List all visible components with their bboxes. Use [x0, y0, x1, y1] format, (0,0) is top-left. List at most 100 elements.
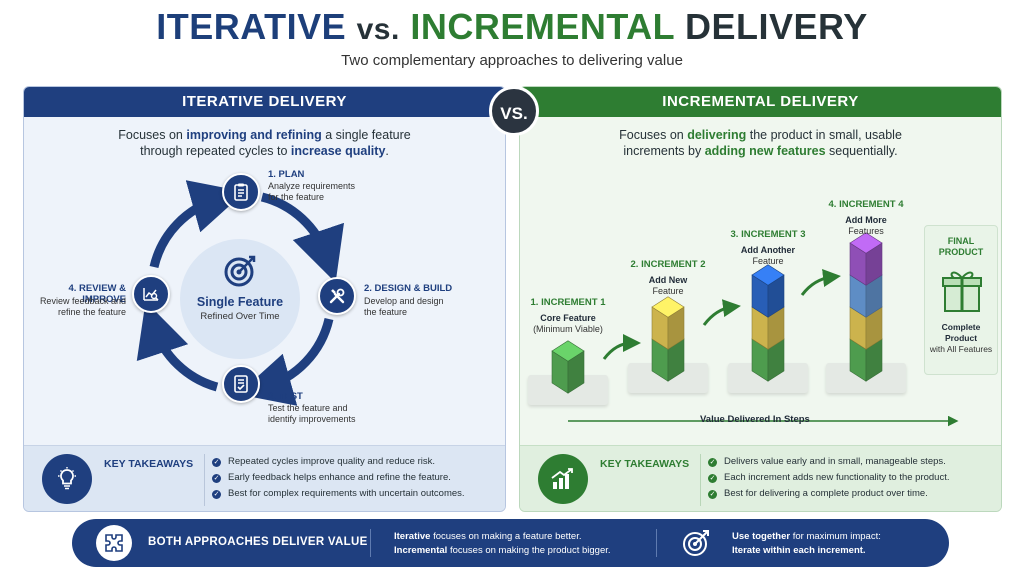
list-item: ✓ Early feedback helps enhance and refine… [212, 470, 465, 486]
summary-line: focuses on making the product bigger. [447, 545, 611, 556]
increment-line1: Add New [648, 275, 688, 285]
step-desc-line: the feature [364, 307, 408, 317]
desc-text: the product in small, usable [746, 128, 902, 142]
desc-bold: delivering [687, 128, 747, 142]
summary-bold: Iterate within each increment. [732, 545, 866, 556]
increment-title: 2. INCREMENT 2 [630, 259, 706, 270]
increment-title: 3. INCREMENT 3 [730, 229, 806, 240]
takeaway-text: Best for complex requirements with uncer… [228, 488, 465, 499]
list-item: ✓Each increment adds new functionality t… [708, 470, 950, 486]
step-test-title: 3. TEST [268, 391, 303, 402]
step-arrow-3 [800, 269, 841, 296]
summary-bold: Iterative [394, 531, 431, 542]
increment-title: 1. INCREMENT 1 [530, 297, 606, 308]
takeaway-text: Delivers value early and in small, manag… [724, 456, 946, 467]
desc-bold: increase quality [290, 144, 386, 158]
desc-text: . [385, 144, 389, 158]
check-icon: ✓ [212, 473, 221, 483]
step-arrow-1 [602, 334, 641, 360]
takeaways-divider [700, 454, 701, 506]
lightbulb-icon [42, 454, 92, 504]
iterative-takeaways: KEY TAKEAWAYS ✓Repeated cycles improve q… [24, 445, 505, 511]
center-feature-disk: Single Feature Refined Over Time [180, 239, 300, 359]
final-title-line: FINAL [947, 236, 975, 246]
increment-line2: Feature [752, 256, 784, 266]
desc-text: sequentially. [825, 144, 898, 158]
title-incremental: INCREMENTAL [410, 6, 675, 47]
value-delivered-label: Value Delivered In Steps [700, 414, 810, 425]
list-item: ✓Repeated cycles improve quality and red… [212, 454, 465, 470]
takeaway-text: Best for delivering a complete product o… [724, 488, 928, 499]
increment-1-cube-1 [551, 340, 585, 394]
list-item: ✓ Delivers value early and in small, mana… [708, 454, 950, 470]
check-icon: ✓ [708, 489, 717, 499]
increment-3-label: 3. INCREMENT 3 Add Another Feature [724, 229, 812, 267]
list-item: ✓ Best for complex requirements with unce… [212, 486, 465, 502]
desc-text: a single feature [321, 128, 411, 142]
summary-divider [656, 529, 657, 557]
chart-review-icon [132, 275, 170, 313]
desc-bold: adding new features [704, 144, 826, 158]
increment-line1: Add More [845, 215, 887, 225]
increment-2-cube-2 [651, 296, 685, 350]
arrow-test-to-review [136, 301, 219, 392]
summary-text-2: Use together for maximum impact: Iterate… [732, 530, 881, 558]
check-icon: ✓ [708, 473, 717, 483]
increment-1-label: 1. INCREMENT 1 Core Feature (Minimum Via… [528, 297, 608, 335]
increment-4-cube-4 [849, 232, 883, 286]
clipboard-icon [222, 173, 260, 211]
increment-3-cube-3 [751, 264, 785, 318]
check-icon: ✓ [708, 457, 717, 467]
increment-line2: Features [848, 226, 884, 236]
step-desc-line: Review feedback and [39, 296, 126, 306]
page-subtitle: Two complementary approaches to deliveri… [341, 52, 683, 69]
iterative-panel: ITERATIVE DELIVERY Focuses on improving … [23, 86, 506, 512]
desc-text: increments by [623, 144, 705, 158]
increment-4-label: 4. INCREMENT 4 Add More Features [822, 199, 910, 237]
takeaway-text: Early feedback helps enhance and refine … [228, 472, 451, 483]
increment-cubes [551, 232, 959, 427]
desc-text: through repeated cycles to [140, 144, 291, 158]
step-desc-line: for the feature [268, 192, 325, 202]
step-desc-line: refine the feature [57, 307, 126, 317]
incremental-description: Focuses on delivering the product in sma… [520, 127, 1001, 159]
incremental-header: INCREMENTAL DELIVERY [520, 87, 1001, 117]
summary-divider [370, 529, 371, 557]
takeaways-title: KEY TAKEAWAYS [600, 458, 690, 470]
test-document-icon [222, 365, 260, 403]
increment-title: 4. INCREMENT 4 [828, 199, 904, 210]
final-title-line: PRODUCT [938, 247, 984, 257]
summary-line: for maximum impact: [790, 531, 881, 542]
step-desc-line: Develop and design [364, 296, 444, 306]
check-icon: ✓ [212, 457, 221, 467]
summary-bar: BOTH APPROACHES DELIVER VALUE Iterative … [72, 519, 949, 567]
takeaways-list: ✓Repeated cycles improve quality and red… [212, 454, 465, 502]
summary-text-1: Iterative focuses on making a feature be… [394, 530, 611, 558]
arrow-design-to-test [237, 317, 334, 406]
iterative-description: Focuses on improving and refining a sing… [24, 127, 505, 159]
step-desc-line: identify improvements [268, 414, 356, 424]
check-icon: ✓ [212, 489, 221, 499]
page-title: ITERATIVE vs. INCREMENTAL DELIVERY [0, 6, 1024, 48]
increment-2-label: 2. INCREMENT 2 Add New Feature [624, 259, 712, 297]
puzzle-icon [96, 525, 132, 561]
step-desc-line: Test the feature and [268, 403, 348, 413]
iterative-header: ITERATIVE DELIVERY [24, 87, 505, 117]
growth-chart-icon [538, 454, 588, 504]
increment-line1: Add Another [740, 245, 796, 255]
step-desc-line: Analyze requirements [268, 181, 356, 191]
summary-bold: Use together [732, 531, 791, 542]
cycle-arrows [136, 180, 344, 406]
center-title: Single Feature [196, 295, 284, 309]
title-vs: vs. [356, 13, 400, 46]
arrow-review-to-plan [149, 180, 246, 269]
takeaways-title: KEY TAKEAWAYS [104, 458, 194, 470]
step-arrow-2 [702, 299, 741, 326]
final-desc-line: with All Features [929, 344, 993, 354]
incremental-panel: INCREMENTAL DELIVERY Focuses on deliveri… [519, 86, 1002, 512]
